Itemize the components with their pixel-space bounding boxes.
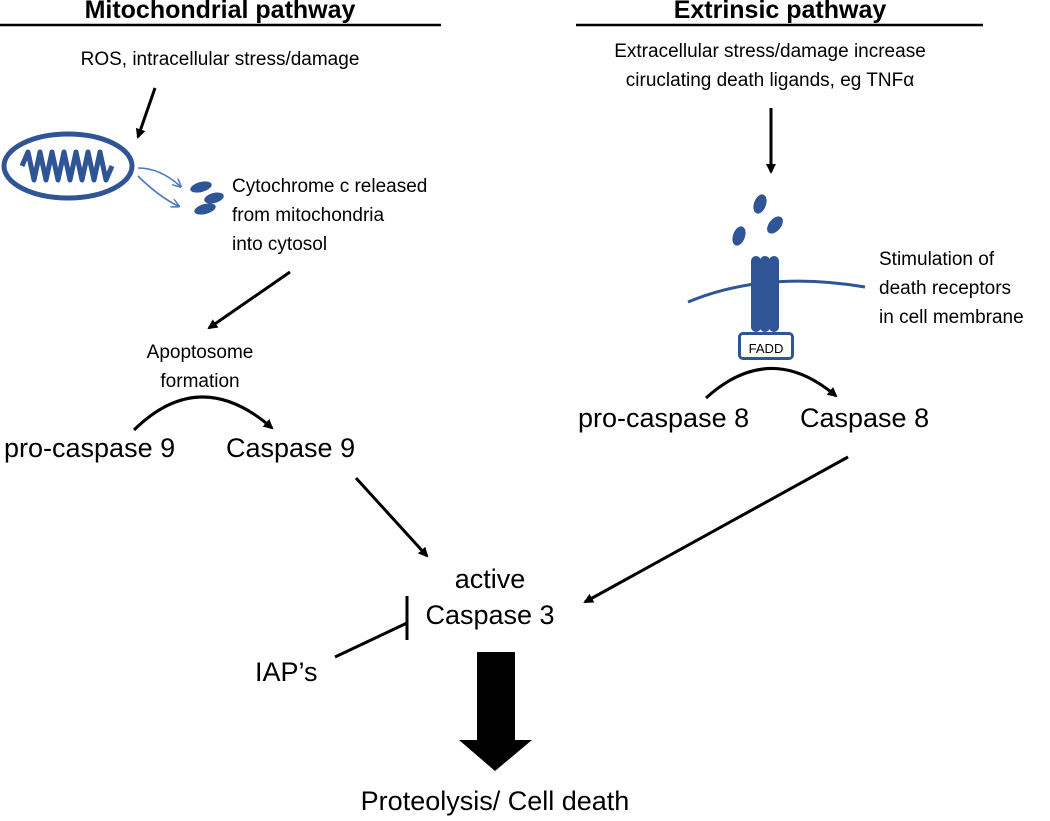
apoptosome-line-2: formation (160, 371, 240, 392)
cytochrome-release-arrow-1 (137, 167, 180, 186)
pro-caspase-9-label: pro-caspase 9 (4, 433, 176, 463)
receptor-line-3: in cell membrane (879, 307, 1024, 328)
cytochrome-line-3: into cytosol (232, 234, 328, 255)
mito-trigger-text: ROS, intracellular stress/damage (80, 49, 360, 70)
arrow-procaspase8-to-caspase8 (704, 367, 838, 400)
death-receptor-icon (751, 256, 779, 332)
big-arrow-to-outcome (459, 652, 532, 771)
arrow-caspase9-to-caspase3 (354, 476, 429, 558)
ext-trigger-line-2: ciruclating death ligands, eg TNFα (625, 70, 915, 91)
arrow-cyto-to-apoptosome (207, 270, 291, 330)
apoptosome-text: Apoptosome formation (120, 338, 280, 396)
receptor-text: Stimulation of death receptors in cell m… (879, 245, 1024, 332)
caspase-9-label: Caspase 9 (226, 433, 356, 463)
cytochrome-text: Cytochrome c released from mitochondria … (232, 172, 427, 259)
pro-caspase-8-label: pro-caspase 8 (578, 403, 750, 433)
iap-label: IAP’s (255, 657, 318, 687)
death-ligand-icon (732, 194, 783, 246)
arrow-caspase8-to-caspase3 (583, 455, 849, 604)
cytochrome-c-icon (190, 181, 224, 215)
ext-trigger-line-1: Extracellular stress/damage increase (614, 41, 926, 62)
receptor-line-1: Stimulation of (879, 249, 995, 270)
cytochrome-release-arrow-2 (137, 175, 178, 206)
ext-trigger-text: Extracellular stress/damage increase cir… (560, 37, 980, 95)
fadd-box: FADD (738, 332, 794, 360)
iap-inhibition-line (334, 621, 408, 659)
receptor-line-2: death receptors (879, 278, 1012, 299)
active-caspase-3-text: active Caspase 3 (420, 561, 560, 633)
cytochrome-line-1: Cytochrome c released (232, 176, 428, 197)
mitochondrion-icon (1, 131, 135, 201)
mito-pathway-title: Mitochondrial pathway (84, 0, 356, 24)
caspase-8-label: Caspase 8 (800, 403, 930, 433)
arrow-trigger-to-mito (135, 87, 157, 139)
outcome-label: Proteolysis/ Cell death (360, 786, 630, 816)
active-caspase-3-line-1: active (454, 564, 526, 594)
cytochrome-line-2: from mitochondria (232, 205, 385, 226)
active-caspase-3-line-2: Caspase 3 (425, 600, 555, 630)
apoptosome-line-1: Apoptosome (146, 342, 254, 363)
arrow-procaspase9-to-caspase9 (132, 395, 274, 432)
ext-pathway-title: Extrinsic pathway (673, 0, 887, 24)
